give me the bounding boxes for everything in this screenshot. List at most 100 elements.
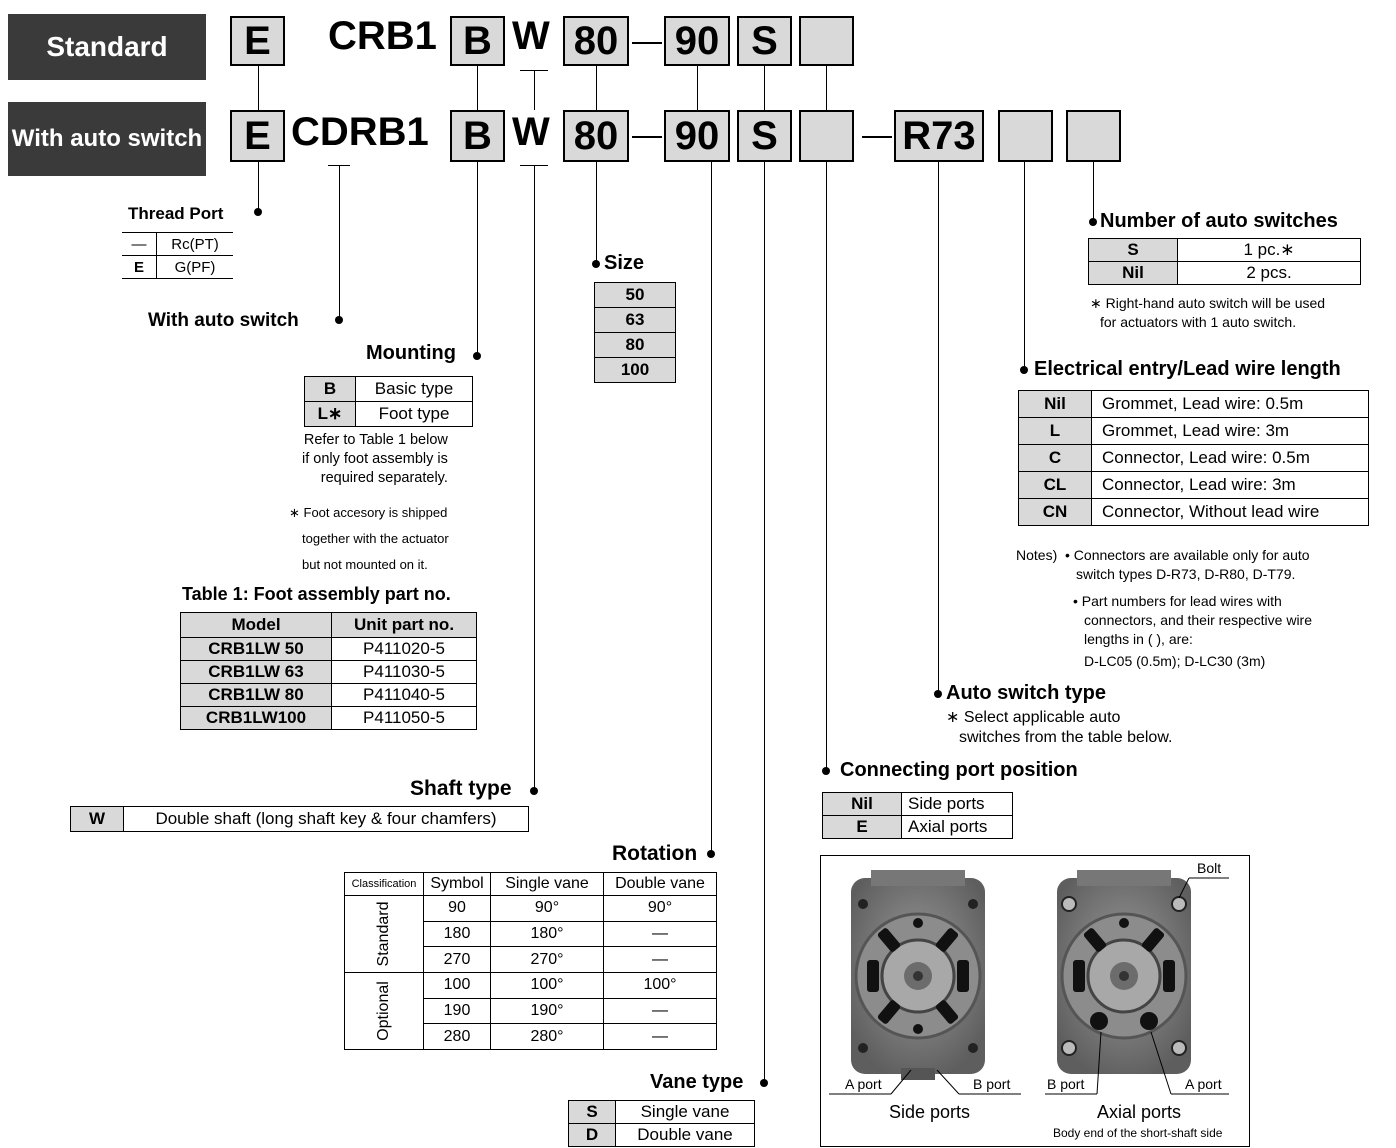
el-r0c0: Nil xyxy=(1019,391,1092,418)
axial-b-port-label: B port xyxy=(1047,1076,1084,1092)
r2-s: S xyxy=(751,114,778,159)
r2-size-box: 80 xyxy=(563,110,629,162)
r2-b: B xyxy=(463,114,492,159)
auto-switch-type-title: Auto switch type xyxy=(946,682,1106,705)
r2-extra-box2 xyxy=(1066,110,1121,162)
t1-h1: Unit part no. xyxy=(332,613,477,638)
axial-ports-subcaption: Body end of the short-shaft side xyxy=(1053,1126,1222,1140)
r2-b-box: B xyxy=(450,110,505,162)
en2-l3: D-LC05 (0.5m); D-LC30 (3m) xyxy=(1073,652,1312,671)
conn-e xyxy=(258,66,259,110)
r1-prefix: CRB1 xyxy=(328,14,437,59)
t1-r0c1: P411020-5 xyxy=(332,638,477,661)
lead-size xyxy=(596,162,597,262)
mt-r1c1: Foot type xyxy=(356,402,473,427)
axial-ports-actuator xyxy=(1057,870,1191,1074)
lead-switch-type-dot xyxy=(934,690,942,698)
electrical-title: Electrical entry/Lead wire length xyxy=(1034,358,1341,381)
cp-r0c1: Side ports xyxy=(902,793,1013,816)
vane-r0c1: Single vane xyxy=(616,1101,755,1124)
lead-mount xyxy=(477,162,478,354)
lead-thread xyxy=(258,162,259,210)
r2-e-box: E xyxy=(230,110,285,162)
lead-num-dot xyxy=(1089,218,1097,226)
mt-r0c1: Basic type xyxy=(356,377,473,402)
mn2-l1: together with the actuator xyxy=(289,526,449,552)
electrical-notes-label: Notes) xyxy=(1016,546,1057,565)
rot-r0c0: 90 xyxy=(424,896,491,922)
electrical-note2: • Part numbers for lead wires with conne… xyxy=(1073,592,1312,671)
r2-angle-box: 90 xyxy=(664,110,730,162)
rot-r1c2: — xyxy=(604,921,717,947)
mn2-l0: ∗ Foot accesory is shipped xyxy=(289,500,449,526)
rot-r3c0: 100 xyxy=(424,973,491,999)
lead-port xyxy=(826,162,827,769)
mt-r0c0: B xyxy=(305,377,356,402)
rot-r2c1: 270° xyxy=(491,947,604,973)
rot-h3: Double vane xyxy=(604,873,717,896)
r2-dash2 xyxy=(862,136,892,138)
el-r4c0: CN xyxy=(1019,499,1092,526)
r1-dash xyxy=(632,42,662,44)
size-1: 63 xyxy=(595,308,676,333)
lead-auto-dot xyxy=(335,316,343,324)
rot-r4c1: 190° xyxy=(491,998,604,1024)
vane-r1c0: D xyxy=(569,1124,616,1147)
size-2: 80 xyxy=(595,333,676,358)
r1-b-box: B xyxy=(450,16,505,66)
r1-s-box: S xyxy=(737,16,792,66)
lead-port-dot xyxy=(822,767,830,775)
el-r2c0: C xyxy=(1019,445,1092,472)
conn-s xyxy=(764,66,765,110)
r2-dash xyxy=(632,136,662,138)
t1-h0: Model xyxy=(181,613,332,638)
lead-mount-dot xyxy=(473,352,481,360)
bolt-label: Bolt xyxy=(1197,860,1221,876)
axial-ports-caption: Axial ports xyxy=(1097,1102,1181,1123)
mn2-l2: but not mounted on it. xyxy=(289,552,449,578)
mt-r1c0: L∗ xyxy=(305,402,356,427)
cp-r1c0: E xyxy=(823,816,902,839)
size-3: 100 xyxy=(595,358,676,383)
conn-empty xyxy=(826,66,827,110)
nsn-l0: ∗ Right-hand auto switch will be used xyxy=(1090,294,1325,313)
lead-vane-dot xyxy=(760,1079,768,1087)
electrical-table: NilGrommet, Lead wire: 0.5m LGrommet, Le… xyxy=(1018,390,1369,526)
rot-group1-cell: Standard xyxy=(345,896,424,973)
num-switches-title: Number of auto switches xyxy=(1100,210,1338,233)
rot-group2: Optional xyxy=(375,976,393,1046)
rot-h2: Single vane xyxy=(491,873,604,896)
rot-r3c1: 100° xyxy=(491,973,604,999)
conn-w xyxy=(534,70,535,110)
lead-rotation xyxy=(711,162,712,852)
rot-r1c1: 180° xyxy=(491,921,604,947)
r2-w: W xyxy=(512,110,550,155)
cp-r0c0: Nil xyxy=(823,793,902,816)
conn-b xyxy=(477,66,478,110)
t1-r0c0: CRB1LW 50 xyxy=(181,638,332,661)
shaft-type-title: Shaft type xyxy=(410,777,512,801)
rot-r0c2: 90° xyxy=(604,896,717,922)
r1-size-box: 80 xyxy=(563,16,629,66)
el-r4c1: Connector, Without lead wire xyxy=(1092,499,1369,526)
r1-b: B xyxy=(463,19,492,64)
en2-l2: lengths in ( ), are: xyxy=(1073,630,1312,649)
ns-r1c1: 2 pcs. xyxy=(1178,262,1361,285)
vane-r0c0: S xyxy=(569,1101,616,1124)
mn1-l0: Refer to Table 1 below xyxy=(302,431,448,450)
shaft-desc: Double shaft (long shaft key & four cham… xyxy=(124,807,529,832)
r1-angle-box: 90 xyxy=(664,16,730,66)
r1-e-box: E xyxy=(230,16,285,66)
r1-e: E xyxy=(244,19,271,64)
en2-l0: • Part numbers for lead wires with xyxy=(1073,592,1312,611)
t1-r1c1: P411030-5 xyxy=(332,661,477,684)
en1-l0: • Connectors are available only for auto xyxy=(1065,546,1310,565)
side-ports-actuator xyxy=(851,870,985,1080)
shaft-code: W xyxy=(71,807,124,832)
lead-electrical-dot xyxy=(1020,366,1028,374)
r2-s-box: S xyxy=(737,110,792,162)
r2-empty-box xyxy=(799,110,854,162)
